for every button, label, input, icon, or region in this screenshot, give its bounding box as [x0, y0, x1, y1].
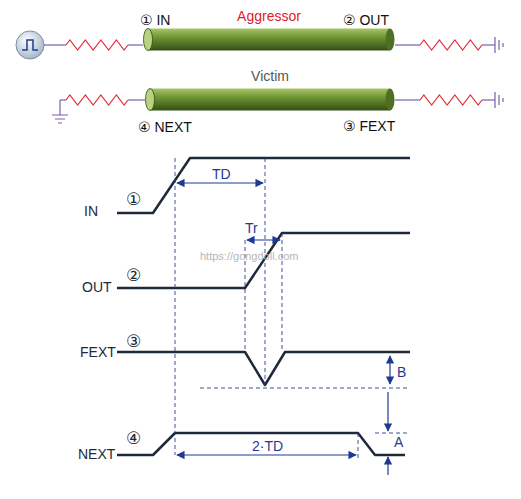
signal-label: A: [394, 434, 403, 450]
signal-label: NEXT: [78, 446, 115, 462]
transmission-line: Victim: [145, 68, 395, 111]
signal-label: ④: [126, 431, 141, 447]
cylinder: [145, 88, 395, 111]
signal-label: ①: [126, 192, 141, 208]
signal-label: 2·TD: [250, 438, 285, 454]
signal-label: IN: [84, 203, 98, 219]
signal-label: ① IN: [140, 12, 170, 28]
line-name: Victim: [145, 68, 395, 84]
waveforms: [117, 158, 410, 455]
signal-label: ④ NEXT: [138, 119, 192, 135]
wires: [44, 45, 495, 115]
signal-label: OUT: [82, 279, 112, 295]
signal-label: Tr: [243, 220, 260, 236]
signal-label: ③ FEXT: [343, 118, 395, 134]
signal-label: FEXT: [80, 344, 116, 360]
cylinder: [143, 28, 395, 51]
source-symbol: [16, 31, 44, 59]
signal-label: TD: [210, 166, 233, 182]
signal-label: ② OUT: [343, 12, 389, 28]
signal-label: ③: [126, 334, 141, 350]
signal-label: ②: [126, 268, 141, 284]
signal-label: B: [397, 364, 406, 380]
dimension-arrows: [177, 183, 390, 475]
guide-lines: [175, 158, 410, 458]
signal-label: https://gongdoll.com: [200, 248, 298, 264]
pulse-symbol: [22, 40, 38, 50]
